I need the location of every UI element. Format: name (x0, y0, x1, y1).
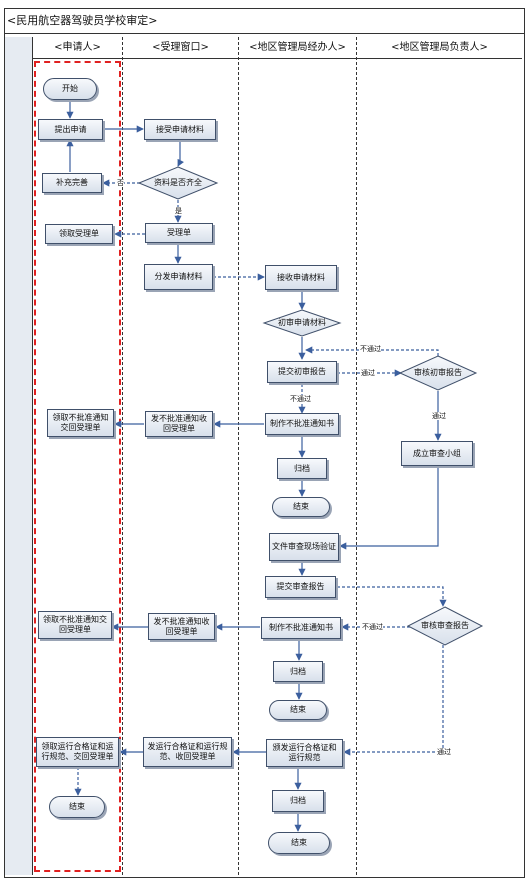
submit-initial-report-box: 提交初审报告 (267, 361, 337, 383)
pass-label: 通过 (432, 412, 446, 420)
receipt-document: 受理单 (145, 223, 213, 243)
make-reject-notice-box: 制作不批准通知书 (261, 617, 341, 639)
lane-header-officer: <地区管理局经办人> (239, 37, 356, 59)
lane-divider (122, 37, 123, 875)
left-margin-band (5, 37, 33, 875)
lane-divider (356, 37, 357, 875)
issue-reject-notice-box: 发不批准通知收回受理单 (145, 411, 213, 437)
not-pass-label: 不通过 (362, 623, 383, 631)
no-label: 否 (117, 179, 124, 187)
submit-application-box: 提出申请 (38, 119, 103, 140)
issue-reject-notice-box: 发不批准通知收回受理单 (148, 613, 215, 640)
end-terminal: 结束 (49, 796, 105, 818)
get-receipt-box: 领取受理单 (45, 224, 113, 244)
end-terminal: 结束 (272, 497, 330, 517)
applicant-highlight-box (34, 61, 121, 872)
end-terminal: 结束 (268, 832, 330, 854)
document-review-box: 文件审查现场验证 (269, 533, 339, 561)
decision-diamond (137, 166, 219, 200)
review-initial-report-label: 审核初审报告 (414, 368, 462, 377)
decision-diamond (398, 355, 478, 391)
not-pass-label: 不通过 (360, 345, 381, 353)
review-review-report-label: 审核审查报告 (421, 621, 469, 630)
end-terminal: 结束 (269, 700, 327, 720)
receive-documents-box: 接受申请材料 (144, 119, 216, 140)
get-reject-notice-box: 领取不批准通知交回受理单 (47, 409, 114, 437)
supplement-box: 补充完善 (42, 173, 102, 193)
pass-label: 通过 (437, 748, 451, 756)
diagram-title: <民用航空器驾驶员学校审定> (5, 9, 524, 34)
archive-box: 归档 (277, 458, 327, 479)
lane-divider (238, 37, 239, 875)
pass-label: 通过 (361, 369, 375, 377)
initial-review-label: 初审申请材料 (278, 318, 326, 327)
lane-header-window: <受理窗口> (123, 37, 238, 59)
decision-diamond (406, 606, 484, 646)
issue-certificate-window-box: 发运行合格证和运行规范、收回受理单 (143, 737, 232, 767)
lane-header-head: <地区管理局负责人> (357, 37, 522, 59)
issue-certificate-box: 颁发运行合格证和运行规范 (266, 739, 343, 767)
submit-review-report-box: 提交审查报告 (265, 576, 336, 598)
get-reject-notice-box: 领取不批准通知交回受理单 (38, 611, 112, 639)
make-reject-notice-box: 制作不批准通知书 (265, 413, 339, 435)
start-terminal: 开始 (43, 78, 97, 100)
get-certificate-box: 领取运行合格证和运行规范、交回受理单 (36, 737, 119, 767)
archive-box: 归档 (272, 790, 324, 812)
form-review-team-box: 成立审查小组 (401, 441, 473, 466)
completeness-check-label: 资料是否齐全 (154, 178, 202, 187)
yes-label: 是 (175, 207, 182, 215)
distribute-documents-box: 分发申请材料 (144, 264, 213, 290)
decision-diamond (262, 309, 342, 337)
not-pass-label: 不通过 (290, 395, 311, 403)
lane-header-applicant: <申请人> (33, 37, 122, 59)
accept-documents-box: 接收申请材料 (265, 265, 337, 290)
archive-box: 归档 (273, 661, 323, 682)
